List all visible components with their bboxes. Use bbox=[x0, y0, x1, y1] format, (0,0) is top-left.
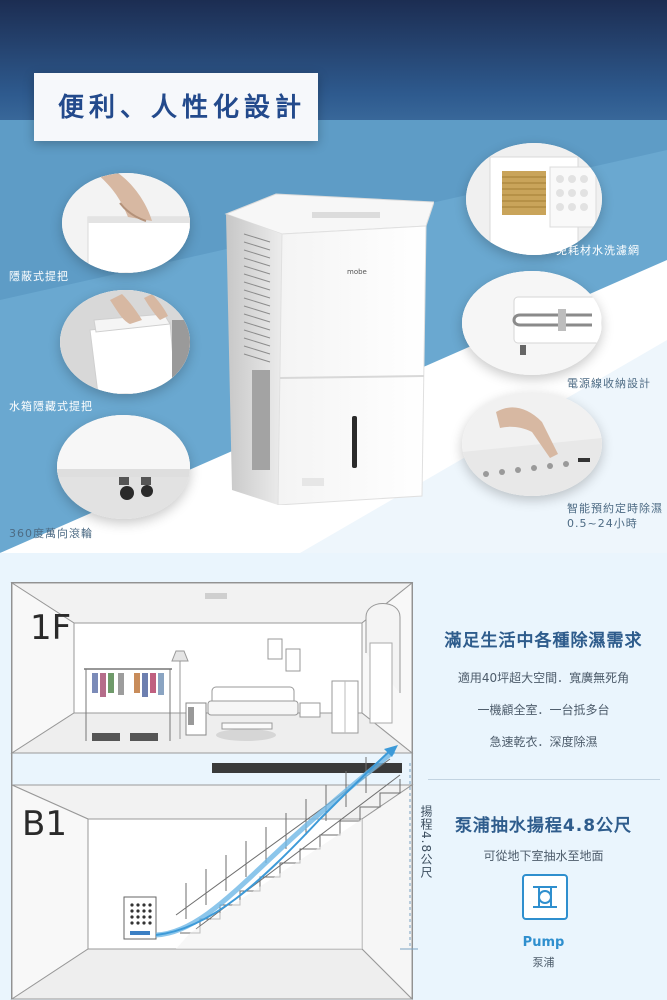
usage-line-1: 適用40坪超大空間．寬廣無死角 bbox=[457, 671, 630, 685]
feature-photo-timer bbox=[462, 392, 602, 496]
design-features-section: 便利、人性化設計 隱蔽式提把 水箱隱藏 bbox=[0, 0, 667, 553]
feature-label-filter: 免耗材水洗濾網 bbox=[556, 244, 640, 257]
usage-section: 1F B1 揚程4.8公尺 滿足生活中各種除濕需求 適用40坪超大空間．寬廣無死… bbox=[0, 553, 667, 1000]
usage-line-3: 急速乾衣．深度除濕 bbox=[489, 735, 598, 749]
feature-label-timer-line1: 智能預約定時除濕 bbox=[567, 502, 663, 515]
section-title-box: 便利、人性化設計 bbox=[34, 73, 318, 141]
pump-icon bbox=[533, 886, 557, 908]
lift-height-label-wrap: 揚程4.8公尺 bbox=[418, 805, 438, 905]
section-title: 便利、人性化設計 bbox=[58, 93, 307, 123]
usage-line-2: 一機顧全室．一台抵多台 bbox=[477, 703, 610, 717]
feature-label-tank-handle: 水箱隱藏式提把 bbox=[9, 400, 93, 413]
feature-photo-wheels bbox=[57, 415, 190, 519]
usage-text-column: 滿足生活中各種除濕需求 適用40坪超大空間．寬廣無死角 一機顧全室．一台抵多台 … bbox=[420, 553, 667, 1000]
feature-photo-filter bbox=[466, 143, 602, 255]
floor-label-1f: 1F bbox=[30, 608, 71, 648]
pump-headline: 泵浦抽水揚程4.8公尺 bbox=[454, 816, 633, 836]
lift-height-label: 揚程4.8公尺 bbox=[419, 805, 433, 880]
pump-label-en: Pump bbox=[522, 935, 565, 950]
feature-label-handle: 隱蔽式提把 bbox=[9, 270, 69, 283]
floor-label-b1: B1 bbox=[22, 804, 67, 844]
section-divider bbox=[428, 779, 660, 780]
house-cross-section-illustration: 1F B1 bbox=[0, 553, 420, 1000]
feature-photo-tank-handle bbox=[60, 290, 190, 394]
pump-badge bbox=[522, 874, 568, 920]
product-brand-logo: mobe bbox=[347, 268, 367, 276]
feature-photo-handle bbox=[62, 173, 190, 273]
usage-headline: 滿足生活中各種除濕需求 bbox=[444, 631, 643, 651]
feature-label-cord: 電源線收納設計 bbox=[567, 377, 651, 390]
dehumidifier-product-image: mobe bbox=[224, 193, 434, 505]
feature-photo-cord bbox=[462, 271, 602, 375]
feature-label-timer-line2: 0.5~24小時 bbox=[567, 517, 638, 530]
feature-label-wheels: 360度萬向滾輪 bbox=[9, 527, 93, 540]
pump-label-zh: 泵浦 bbox=[532, 956, 555, 969]
pump-subtitle: 可從地下室抽水至地面 bbox=[483, 849, 604, 863]
